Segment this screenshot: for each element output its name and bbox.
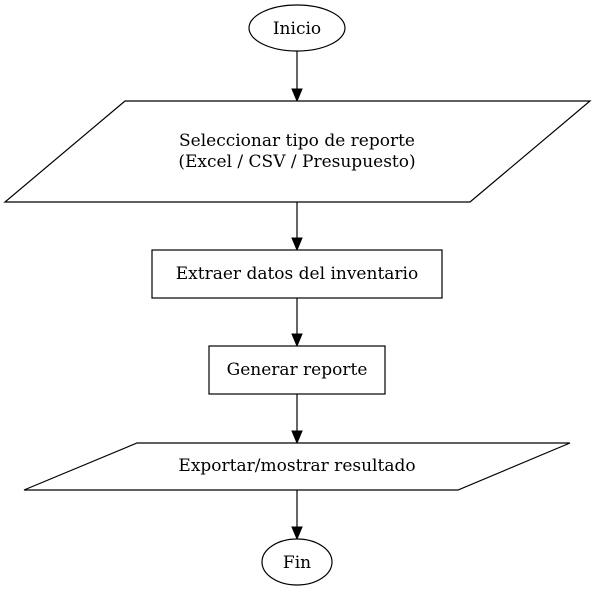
start-ellipse [248,4,346,52]
start-node: Inicio [248,4,346,52]
extract-data-rect [151,249,443,299]
start-label: Inicio [273,19,321,39]
edge-start-to-select [291,51,303,103]
edge-export-to-end [291,490,303,541]
select-report-label-line2: (Excel / CSV / Presupuesto) [178,152,415,172]
export-result-node: Exportar/mostrar resultado [23,442,571,491]
edge-select-to-extract [291,202,303,252]
export-result-label: Exportar/mostrar resultado [178,456,415,476]
select-report-node: Seleccionar tipo de reporte (Excel / CSV… [3,100,592,203]
end-ellipse [261,538,333,586]
generate-report-node: Generar reporte [208,345,386,395]
select-report-label-line1: Seleccionar tipo de reporte [179,131,415,151]
edge-extract-to-generate [291,298,303,348]
extract-data-label: Extraer datos del inventario [176,264,418,284]
extract-data-node: Extraer datos del inventario [151,249,443,299]
select-report-parallelogram [3,100,592,203]
end-label: Fin [283,553,311,573]
end-node: Fin [261,538,333,586]
generate-report-rect [208,345,386,395]
edge-generate-to-export [291,394,303,445]
export-result-parallelogram [23,442,571,491]
generate-report-label: Generar reporte [227,360,368,380]
